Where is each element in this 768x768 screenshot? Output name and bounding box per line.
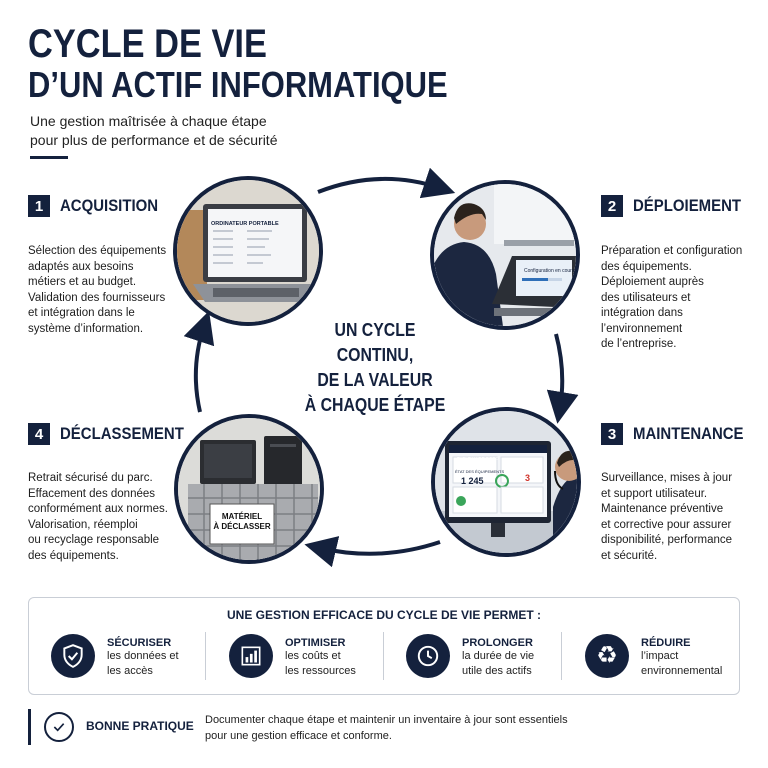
benefit-optimiser: OPTIMISER les coûts et les ressources <box>229 634 356 679</box>
page-title: CYCLE DE VIE <box>28 22 267 66</box>
arrow-acquisition-to-deploiement <box>317 167 456 199</box>
step-title: DÉPLOIEMENT <box>633 196 742 215</box>
arrow-declassement-to-acquisition <box>183 310 215 413</box>
shield-check-icon <box>51 634 95 678</box>
bar-chart-icon <box>229 634 273 678</box>
title-underline <box>30 156 68 159</box>
photo-maintenance-dashboard: TABLEAU DE BORD ÉTAT DES ÉQUIPEMENTS 1 2… <box>431 407 581 557</box>
step-title: DÉCLASSEMENT <box>60 424 184 443</box>
tip-title: BONNE PRATIQUE <box>86 719 194 733</box>
step-number: 3 <box>601 423 623 445</box>
dashboard-panel-label: ÉTAT DES ÉQUIPEMENTS <box>455 469 505 474</box>
arrow-maintenance-to-declassement <box>304 536 441 568</box>
benefits-title: UNE GESTION EFFICACE DU CYCLE DE VIE PER… <box>226 608 542 622</box>
arrow-deploiement-to-maintenance <box>546 333 579 424</box>
benefit-divider <box>383 632 384 680</box>
clock-icon <box>406 634 450 678</box>
photo-acquisition-laptop: ORDINATEUR PORTABLE <box>173 176 323 326</box>
step-declassement-header: 4 DÉCLASSEMENT <box>28 423 201 445</box>
photo-declassement-equipment: MATÉRIEL À DÉCLASSER <box>174 414 324 564</box>
benefit-divider <box>561 632 562 680</box>
photo-deploiement-technician: Configuration en cours <box>430 180 580 330</box>
screen-title: ORDINATEUR PORTABLE <box>211 221 279 227</box>
decommission-sign: MATÉRIEL À DÉCLASSER <box>213 512 271 531</box>
step-declassement-description: Retrait sécurisé du parc.Effacement des … <box>28 472 168 562</box>
dashboard-header: TABLEAU DE BORD <box>457 456 499 461</box>
page-subtitle: Une gestion maîtrisée à chaque étape pou… <box>30 113 278 148</box>
page-title-line2: D’UN ACTIF INFORMATIQUE <box>28 64 448 105</box>
step-acquisition-header: 1 ACQUISITION <box>28 195 171 217</box>
step-deploiement-header: 2 DÉPLOIEMENT <box>601 195 756 217</box>
benefits-panel: UNE GESTION EFFICACE DU CYCLE DE VIE PER… <box>28 597 740 695</box>
benefit-reduire: ♻ RÉDUIRE l’impact environnemental <box>585 634 722 679</box>
step-title: MAINTENANCE <box>633 424 744 443</box>
dashboard-count: 1 245 <box>461 476 484 486</box>
recycle-icon: ♻ <box>585 634 629 678</box>
step-number: 2 <box>601 195 623 217</box>
benefit-securiser: SÉCURISER les données et les accès <box>51 634 179 679</box>
screen-status: Configuration en cours <box>524 268 575 274</box>
step-title: ACQUISITION <box>60 196 159 215</box>
check-circle-icon <box>44 712 74 742</box>
cycle-center-label: UN CYCLE CONTINU, DE LA VALEUR À CHAQUE … <box>304 320 446 415</box>
tip-accent-bar <box>28 709 31 745</box>
step-maintenance-header: 3 MAINTENANCE <box>601 423 759 445</box>
benefit-divider <box>205 632 206 680</box>
dashboard-alerts: 3 <box>525 473 531 483</box>
step-number: 4 <box>28 423 50 445</box>
tip-text: Documenter chaque étape et maintenir un … <box>205 714 568 742</box>
benefit-prolonger: PROLONGER la durée de vie utile des acti… <box>406 634 534 679</box>
step-number: 1 <box>28 195 50 217</box>
